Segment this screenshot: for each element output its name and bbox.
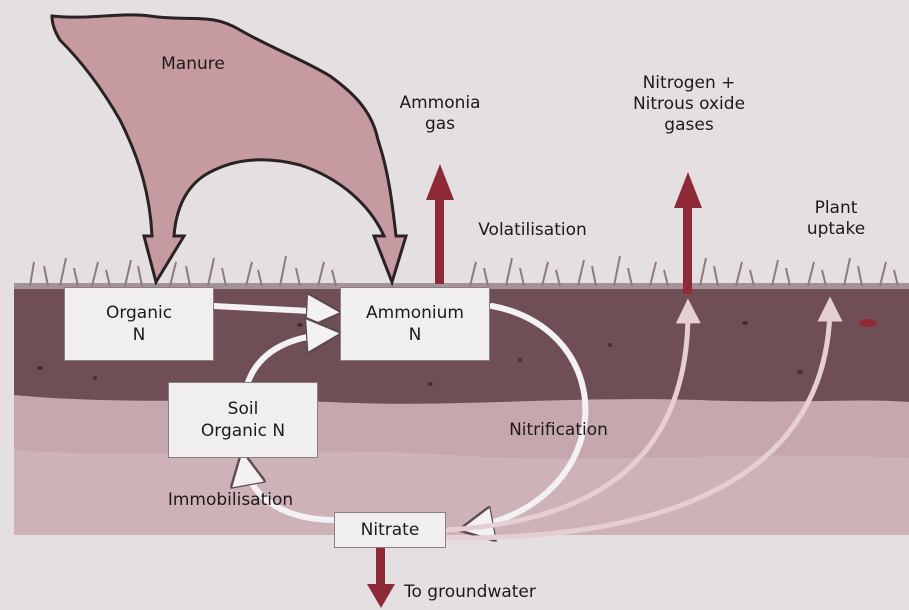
nitrate-box: Nitrate — [334, 512, 446, 548]
groundwater-arrow-head — [367, 584, 395, 608]
soil-organic-n-box: Soil Organic N — [168, 382, 318, 458]
volatilisation-arrow-shaft — [435, 196, 444, 284]
plant-uptake-label: Plant uptake — [786, 198, 886, 240]
gases-arrow-shaft — [683, 204, 692, 294]
immobilisation-label: Immobilisation — [148, 490, 313, 511]
volatilisation-label: Volatilisation — [455, 220, 610, 241]
to-groundwater-label: To groundwater — [404, 582, 589, 603]
manure-label: Manure — [138, 54, 248, 75]
organic-n-box: Organic N — [64, 287, 214, 361]
nitrogen-gases-label: Nitrogen + Nitrous oxide gases — [604, 73, 774, 136]
ammonia-gas-label: Ammonia gas — [380, 93, 500, 135]
ammonium-n-box: Ammonium N — [340, 287, 490, 361]
groundwater-arrow-shaft — [376, 548, 385, 588]
nitrification-label: Nitrification — [486, 420, 631, 441]
